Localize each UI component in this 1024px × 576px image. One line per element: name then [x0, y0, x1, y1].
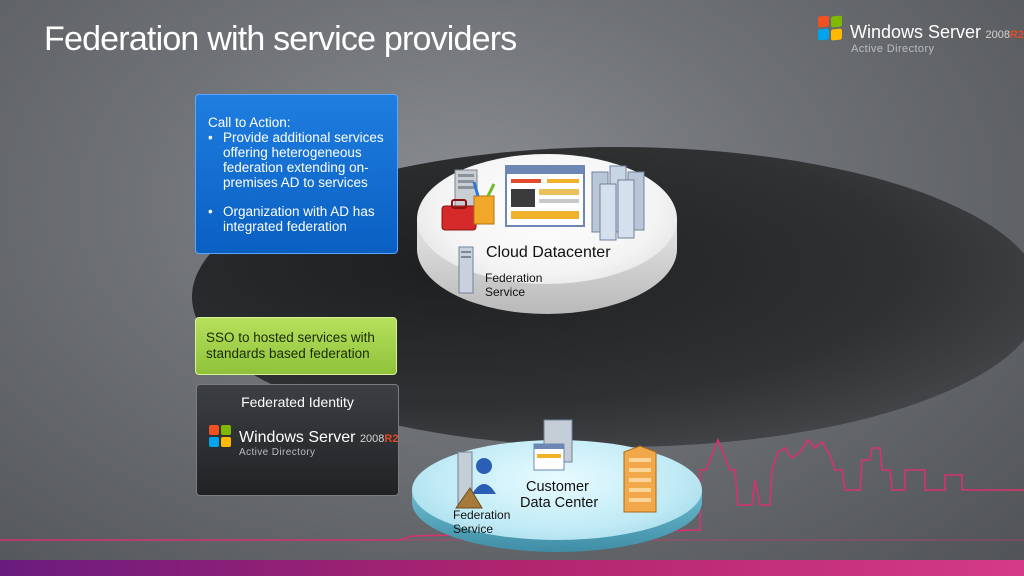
windows-server-logo: Windows Server 2008R2 Active Directory [818, 15, 1024, 60]
user-server-icon [455, 451, 496, 509]
federation-server-icon [458, 246, 474, 294]
logo-edition: R2 [1009, 29, 1024, 41]
cloud-datacenter-label: Cloud Datacenter [486, 244, 611, 261]
server-web-icon [533, 419, 573, 471]
server-rack-icon [591, 165, 645, 241]
cta-item: •Organization with AD has integrated fed… [208, 204, 375, 234]
slide-title: Federation with service providers [44, 20, 517, 58]
sso-box: SSO to hosted services with standards ba… [195, 317, 397, 375]
logo-edition: R2 [384, 433, 399, 445]
logo-product-name: Windows Server [239, 429, 356, 446]
federated-identity-box: Federated Identity Windows Server 2008R2… [196, 384, 399, 496]
bottom-accent-bar [0, 560, 1024, 576]
pencil-cup-icon [472, 181, 496, 225]
cta-list: •Provide additional services offering he… [208, 130, 387, 234]
toolbox-icon [441, 199, 477, 231]
building-icon [623, 445, 657, 513]
web-page-icon [505, 165, 585, 227]
customer-datacenter-label-line2: Data Center [520, 495, 599, 511]
windows-flag-icon [818, 15, 844, 42]
sso-text: SSO to hosted services with standards ba… [206, 330, 375, 361]
customer-federation-service-label: Federation Service [453, 508, 511, 536]
call-to-action-box: Call to Action: •Provide additional serv… [195, 94, 398, 254]
federated-identity-heading: Federated Identity [241, 394, 354, 410]
logo-subtitle: Active Directory [239, 447, 316, 458]
cta-heading: Call to Action: [208, 115, 291, 130]
cta-item: •Provide additional services offering he… [208, 130, 384, 190]
logo-year: 2008 [359, 433, 385, 445]
windows-flag-icon [209, 425, 233, 449]
logo-product-name: Windows Server [850, 22, 982, 42]
logo-subtitle: Active Directory [851, 43, 935, 55]
logo-year: 2008 [985, 29, 1010, 41]
cloud-federation-service-label: Federation Service [485, 271, 543, 299]
customer-datacenter-label: Customer [526, 479, 589, 495]
